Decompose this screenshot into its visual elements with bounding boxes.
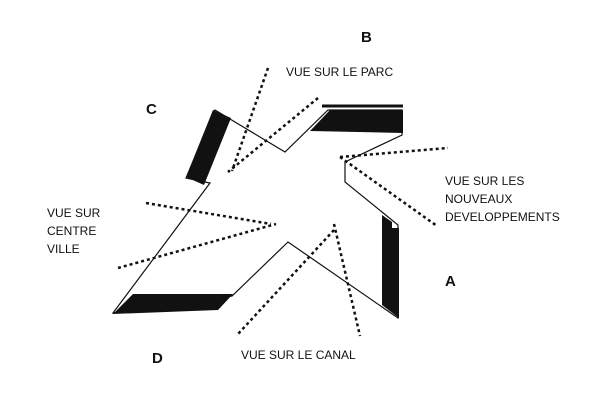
view-label-new-developments: VUE SUR LES NOUVEAUX DEVELOPPEMENTS bbox=[445, 172, 560, 226]
view-line-developments-1 bbox=[339, 146, 449, 159]
view-line-city-1 bbox=[145, 201, 272, 226]
view-line-park-1 bbox=[230, 67, 270, 172]
view-line-city-2 bbox=[117, 222, 277, 270]
view-label-city-centre: VUE SUR CENTRE VILLE bbox=[47, 204, 100, 258]
wall-segment-south bbox=[113, 294, 233, 314]
view-line-canal-2 bbox=[332, 223, 362, 337]
corner-label-b: B bbox=[361, 29, 372, 46]
view-label-new-developments-line-1: VUE SUR LES bbox=[445, 174, 525, 188]
corner-label-c: C bbox=[146, 101, 157, 118]
wall-segment-east bbox=[382, 228, 399, 318]
wall-segment-west bbox=[186, 110, 231, 185]
view-line-park-2 bbox=[227, 97, 319, 173]
view-label-city-centre-line-3: VILLE bbox=[47, 242, 80, 256]
view-label-new-developments-line-3: DEVELOPPEMENTS bbox=[445, 210, 560, 224]
view-label-new-developments-line-2: NOUVEAUX bbox=[445, 192, 513, 206]
corner-label-a: A bbox=[445, 273, 456, 290]
view-line-developments-2 bbox=[339, 155, 438, 228]
view-lines bbox=[117, 67, 449, 337]
building-outline bbox=[111, 109, 403, 320]
view-line-canal-1 bbox=[237, 229, 335, 335]
wall-segment-east-notch bbox=[382, 215, 392, 228]
view-label-canal: VUE SUR LE CANAL bbox=[241, 348, 356, 362]
view-label-park: VUE SUR LE PARC bbox=[286, 65, 394, 79]
wall-segment-north bbox=[310, 110, 403, 133]
corner-label-d: D bbox=[152, 350, 163, 367]
view-label-city-centre-line-1: VUE SUR bbox=[47, 206, 101, 220]
view-label-city-centre-line-2: CENTRE bbox=[47, 224, 97, 238]
